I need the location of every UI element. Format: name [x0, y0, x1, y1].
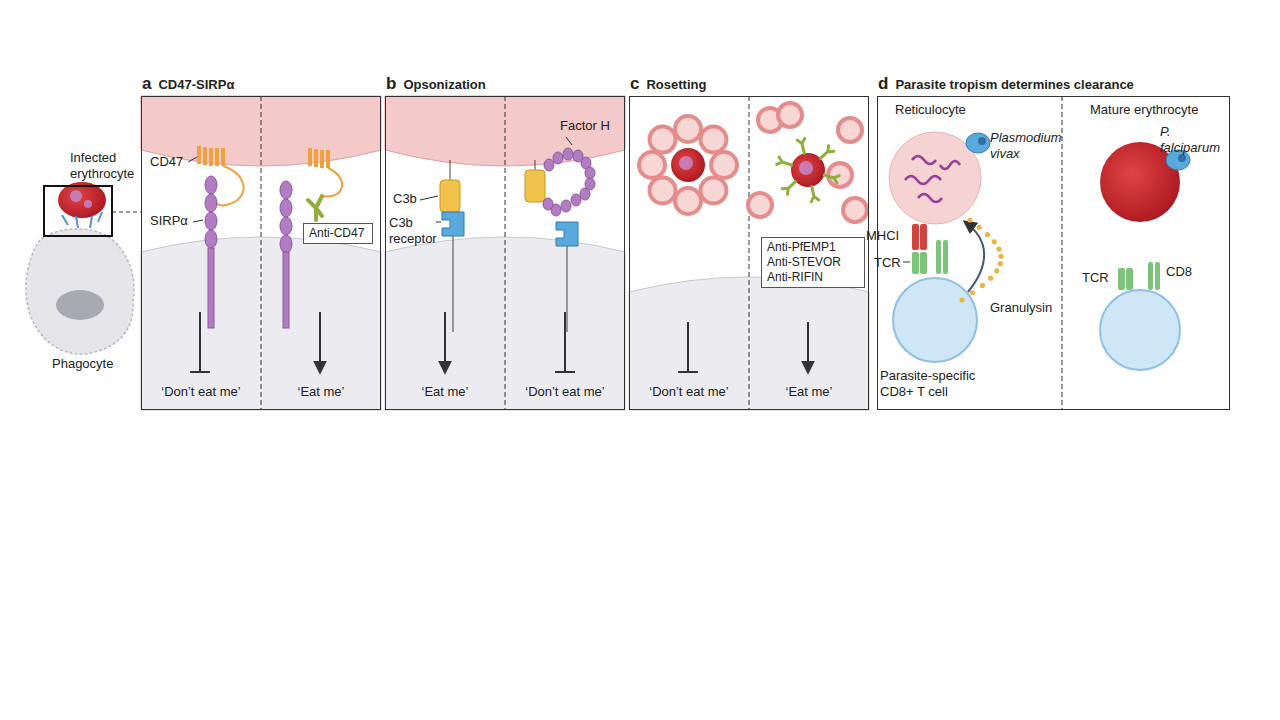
- antibody-label: Anti-CD47: [309, 226, 367, 241]
- molecule-label: TCR: [874, 255, 901, 271]
- panel-title: Opsonization: [403, 77, 485, 92]
- signal-label: ‘Eat me’: [385, 384, 505, 400]
- phagocyte-illustration: [26, 182, 141, 354]
- cell-label: Infected erythrocyte: [70, 150, 150, 181]
- protein-label: C3b: [393, 191, 417, 207]
- panel-title: Parasite tropism determines clearance: [895, 77, 1133, 92]
- panel-heading: b Opsonization: [386, 74, 486, 94]
- protein-label: C3b receptor: [389, 215, 439, 246]
- cell-label: Phagocyte: [52, 356, 132, 372]
- molecule-label: CD8: [1166, 264, 1192, 280]
- protein-label: Factor H: [560, 118, 610, 134]
- cell-label: Mature erythrocyte: [1090, 102, 1198, 118]
- molecule-label: MHCI: [866, 228, 899, 244]
- panel-d-illustration: [889, 96, 1190, 410]
- panel-heading: d Parasite tropism determines clearance: [878, 74, 1134, 94]
- parasite-label: Plasmodium vivax: [990, 130, 1058, 161]
- parasite-label: P. falciparum: [1160, 124, 1228, 155]
- panel-title: Rosetting: [646, 77, 706, 92]
- protein-label: CD47: [150, 154, 183, 170]
- molecule-label: TCR: [1082, 270, 1109, 286]
- signal-label: ‘Don’t eat me’: [505, 384, 625, 400]
- panel-letter: c: [630, 74, 639, 94]
- figure-panel: aCD47-SIRPαAnti-CD47: [141, 96, 381, 410]
- signal-label: ‘Don’t eat me’: [629, 384, 749, 400]
- signal-label: ‘Eat me’: [261, 384, 381, 400]
- signal-label: ‘Don’t eat me’: [141, 384, 261, 400]
- panel-title: CD47-SIRPα: [158, 77, 234, 92]
- cell-label: Parasite-specific CD8+ T cell: [880, 368, 1000, 399]
- antibody-box: Anti-PfEMP1 Anti-STEVOR Anti-RIFIN: [761, 237, 865, 288]
- panel-letter: d: [878, 74, 888, 94]
- cell-label: Reticulocyte: [895, 102, 966, 118]
- panel-letter: a: [142, 74, 151, 94]
- panel-a-illustration: [141, 96, 381, 410]
- panel-heading: c Rosetting: [630, 74, 706, 94]
- panel-heading: a CD47-SIRPα: [142, 74, 234, 94]
- figure-panel: bOpsonization: [385, 96, 625, 410]
- signal-label: ‘Eat me’: [749, 384, 869, 400]
- panel-c-illustration: [629, 96, 869, 410]
- molecule-label: Granulysin: [990, 300, 1052, 316]
- panel-letter: b: [386, 74, 396, 94]
- antibody-label: Anti-PfEMP1 Anti-STEVOR Anti-RIFIN: [767, 240, 859, 285]
- protein-label: SIRPα: [150, 213, 188, 229]
- antibody-box: Anti-CD47: [303, 223, 373, 244]
- panel-b-illustration: [385, 96, 625, 410]
- figure-panel: cRosettingAnti-PfEMP1 Anti-STEVOR Anti-R…: [629, 96, 869, 410]
